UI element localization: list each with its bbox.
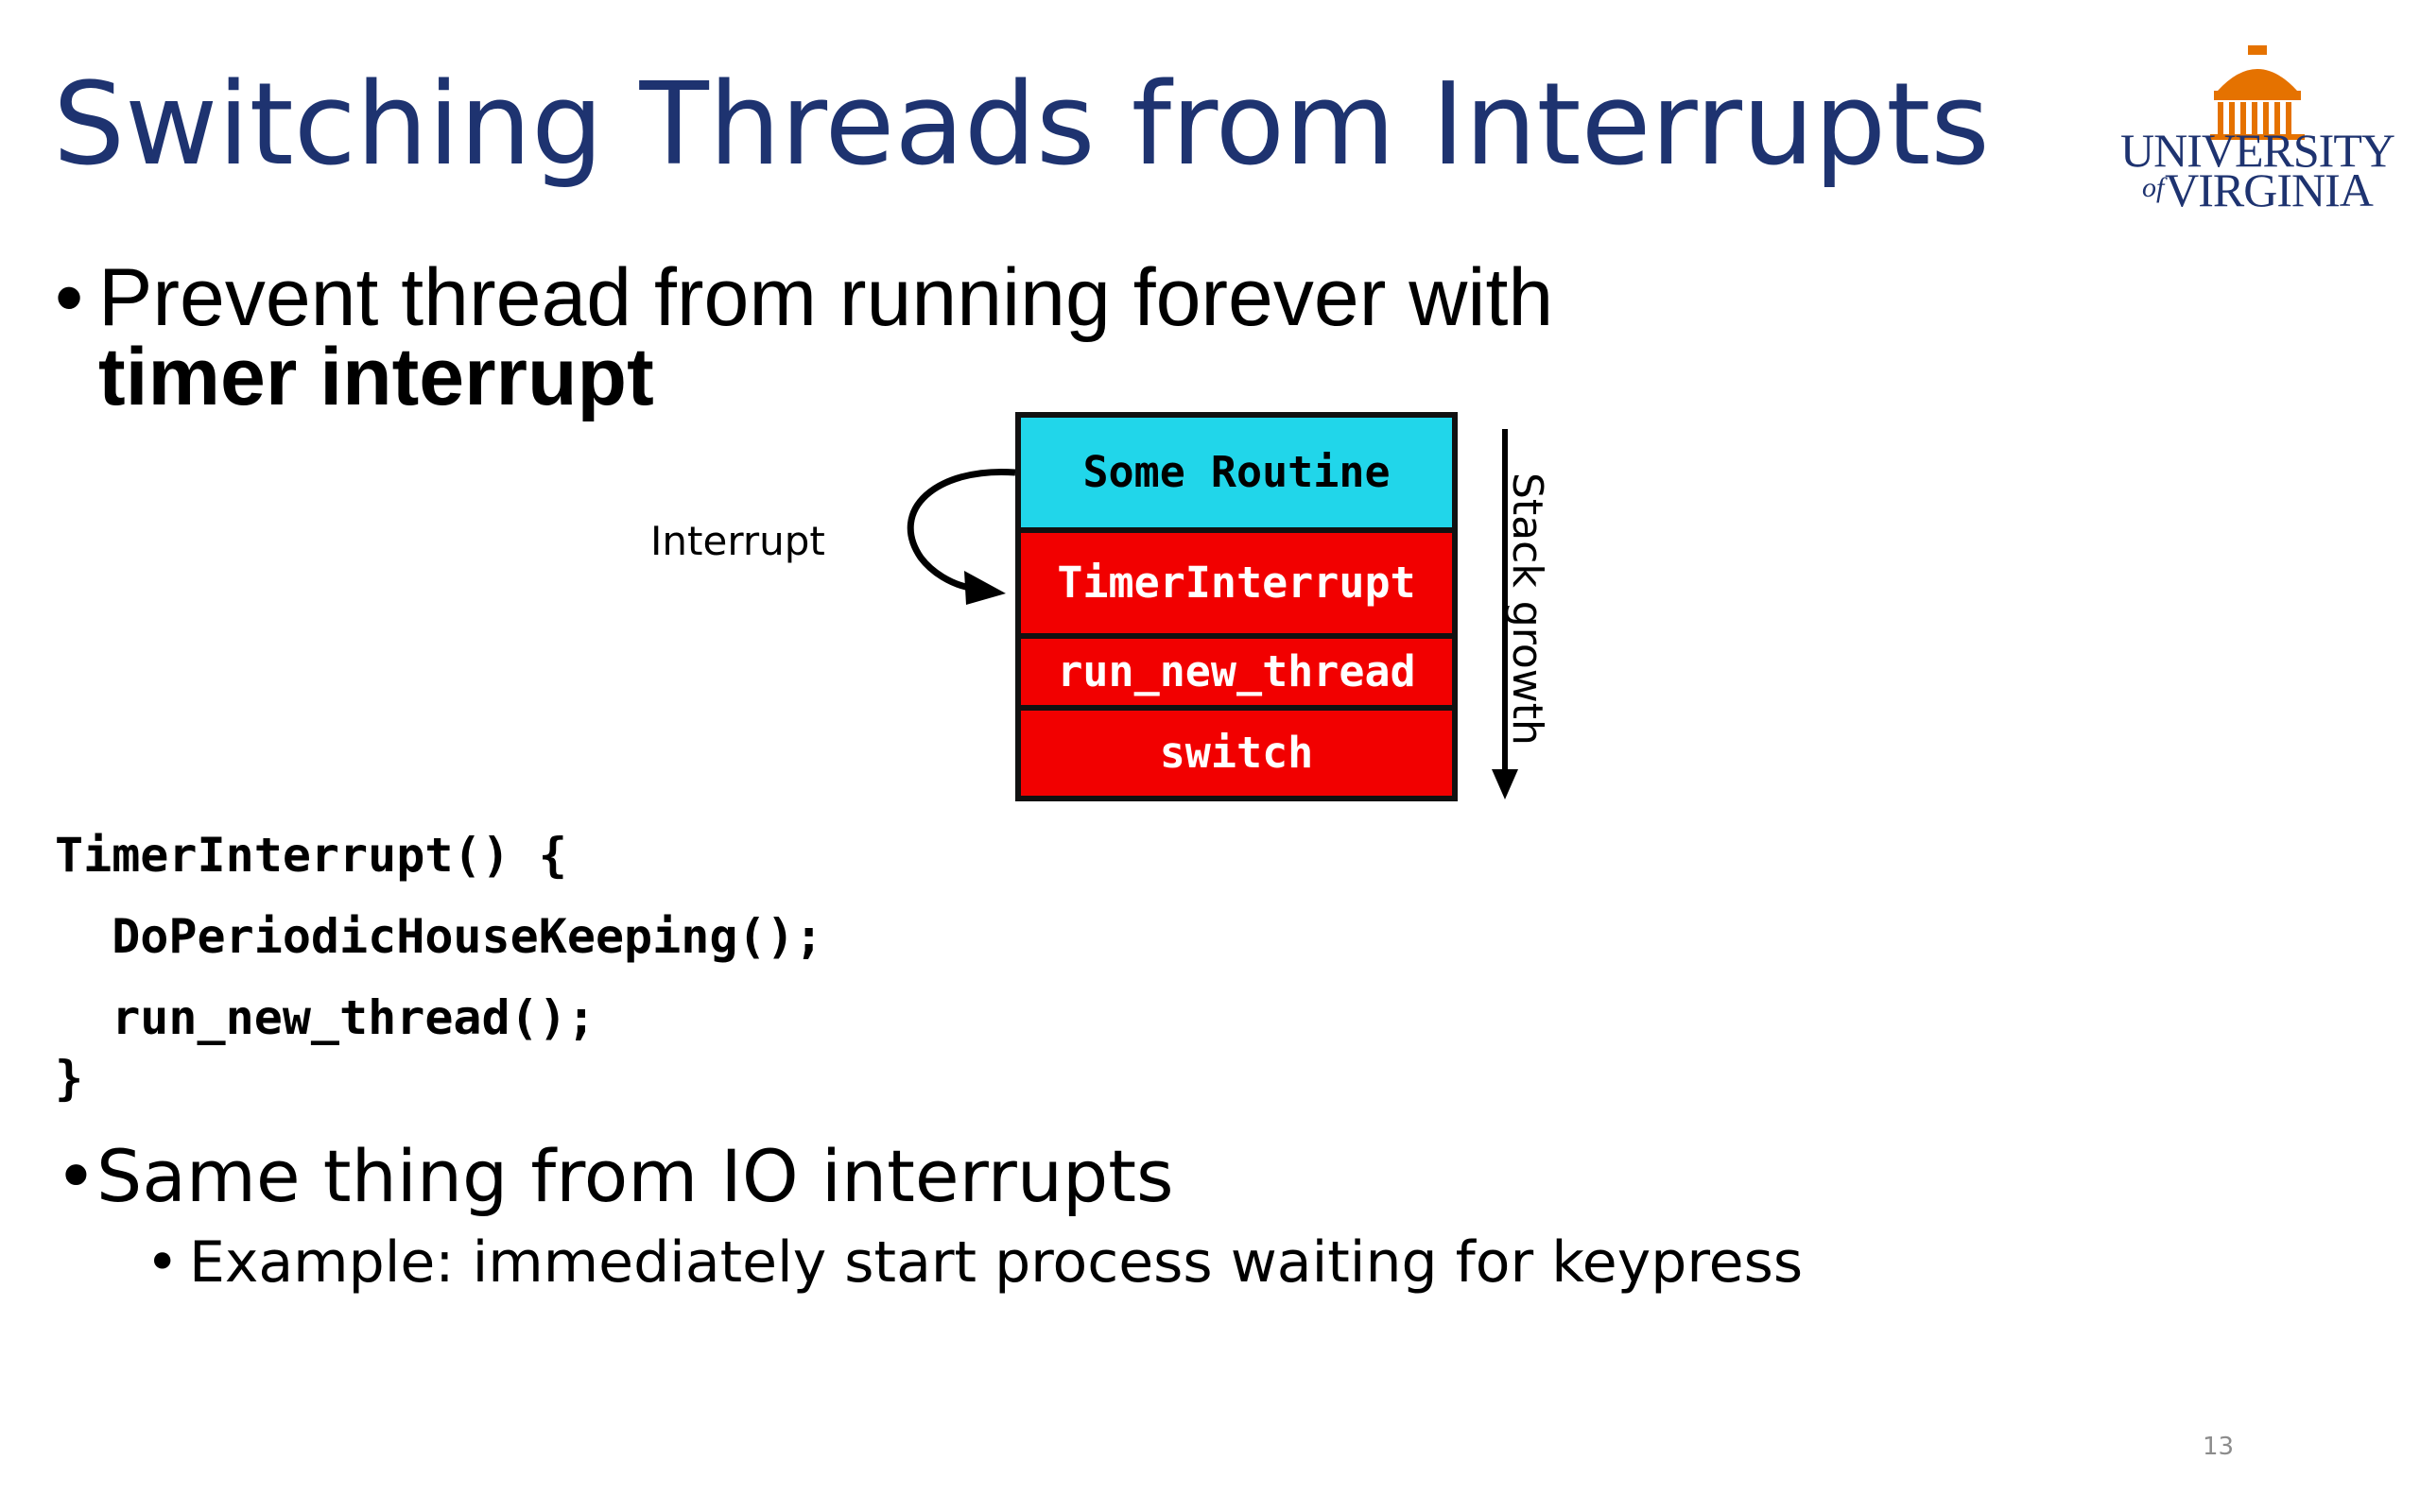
stack-frame-timer-interrupt: TimerInterrupt bbox=[1015, 527, 1458, 639]
code-line: TimerInterrupt() { bbox=[55, 828, 567, 883]
call-stack-diagram: Some Routine TimerInterrupt run_new_thre… bbox=[1015, 412, 1458, 801]
page-number: 13 bbox=[2203, 1433, 2235, 1461]
code-line: } bbox=[55, 1051, 84, 1106]
interrupt-label: Interrupt bbox=[650, 518, 825, 564]
bullet-text: Prevent thread from running forever with bbox=[98, 252, 1554, 343]
logo-text-virginia: VIRGINIA bbox=[2165, 163, 2374, 216]
code-line: run_new_thread(); bbox=[55, 990, 596, 1045]
rotunda-icon bbox=[2210, 45, 2305, 140]
stack-frame-switch: switch bbox=[1015, 705, 1458, 801]
bullet-marker: • bbox=[146, 1229, 180, 1296]
bullet-prevent-thread: •Prevent thread from running forever wit… bbox=[55, 257, 1553, 338]
stack-growth-label: Stack growth bbox=[1503, 472, 1551, 746]
bullet-text: Example: immediately start process waiti… bbox=[189, 1229, 1804, 1296]
bullet-marker: • bbox=[55, 1134, 97, 1218]
slide-title: Switching Threads from Interrupts bbox=[53, 60, 1990, 191]
stack-frame-some-routine: Some Routine bbox=[1015, 412, 1458, 533]
bullet-text: Same thing from IO interrupts bbox=[96, 1134, 1174, 1218]
code-line: DoPeriodicHouseKeeping(); bbox=[55, 909, 823, 964]
interrupt-curved-arrow-icon bbox=[907, 468, 1016, 605]
logo-text-of: of bbox=[2142, 172, 2165, 203]
stack-frame-run-new-thread: run_new_thread bbox=[1015, 633, 1458, 711]
bullet-marker: • bbox=[55, 252, 84, 343]
stack-growth-arrow-icon bbox=[1492, 429, 1518, 799]
logo-text-university: UNIVERSITY bbox=[2120, 124, 2395, 177]
sub-bullet-keypress-example: •Example: immediately start process wait… bbox=[146, 1227, 1803, 1298]
university-logo: UNIVERSITY of VIRGINIA bbox=[2116, 42, 2399, 216]
code-block: TimerInterrupt() { DoPeriodicHouseKeepin… bbox=[55, 828, 823, 1106]
bullet-emphasis-timer-interrupt: timer interrupt bbox=[98, 332, 654, 422]
bullet-io-interrupts: •Same thing from IO interrupts bbox=[55, 1134, 1174, 1219]
